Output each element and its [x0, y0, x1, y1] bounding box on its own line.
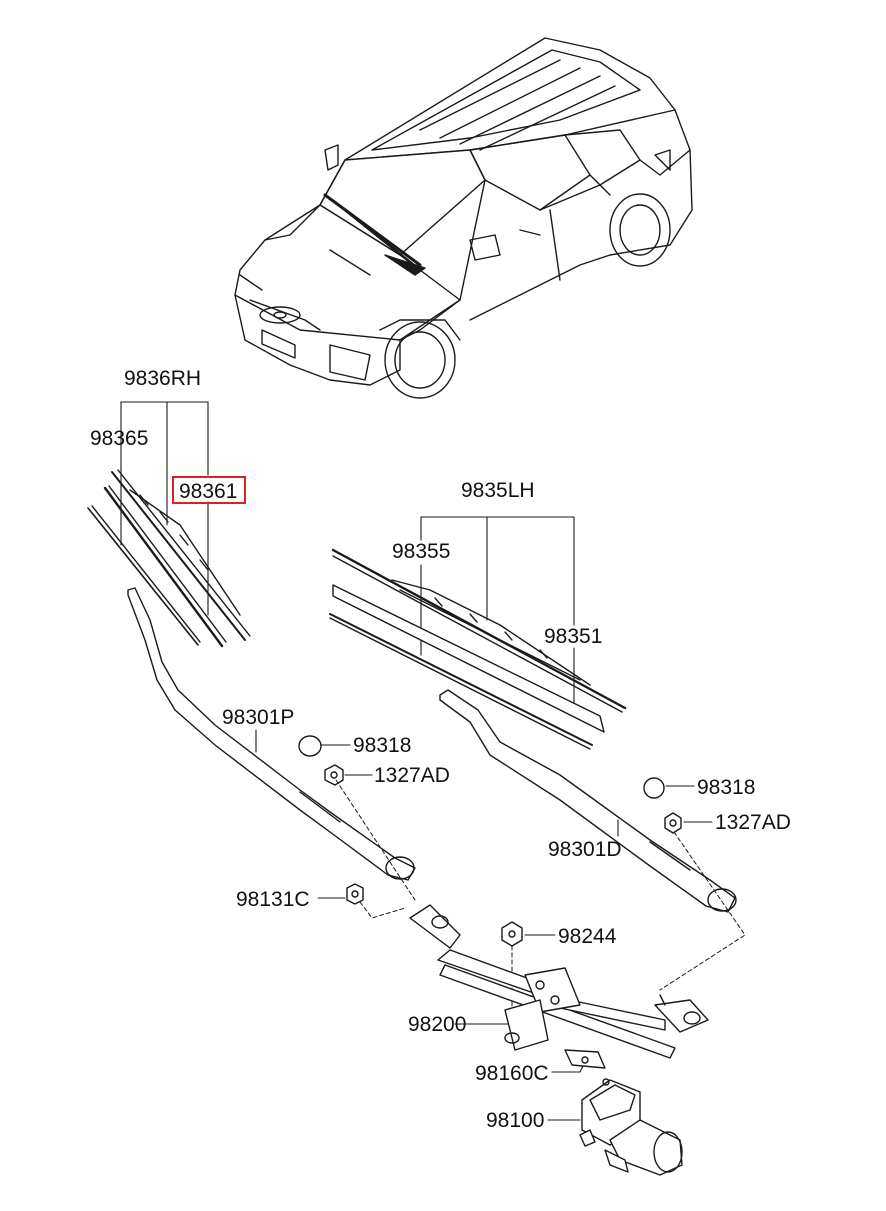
- highlight-box: [172, 476, 246, 504]
- label-nut-linkage[interactable]: 98244: [558, 925, 617, 948]
- dashed-connections: [335, 779, 746, 1031]
- lh-blade-assembly: [329, 548, 627, 750]
- label-rh-assembly[interactable]: 9836RH: [124, 367, 202, 390]
- label-linkage[interactable]: 98200: [408, 1013, 467, 1036]
- label-nut-right[interactable]: 1327AD: [374, 764, 450, 787]
- label-rh-refill[interactable]: 98365: [90, 427, 149, 450]
- lh-leader-lines: [420, 516, 575, 711]
- lh-wiper-arm: [439, 689, 737, 913]
- rh-wiper-arm: [127, 587, 416, 881]
- nut-linkage-shape: [501, 921, 523, 947]
- bolt-shape: [346, 883, 364, 905]
- label-motor[interactable]: 98100: [486, 1109, 545, 1132]
- label-bracket[interactable]: 98160C: [475, 1062, 549, 1085]
- label-rh-blade[interactable]: 98361: [179, 480, 238, 503]
- fasteners: [298, 735, 682, 947]
- wiper-motor-shape: [579, 1078, 683, 1176]
- nut-left-shape: [664, 812, 682, 834]
- label-leaders: [255, 729, 713, 1121]
- wiper-linkage: [409, 904, 709, 1059]
- label-rh-arm[interactable]: 98301P: [222, 706, 295, 729]
- cap-left-shape: [643, 777, 665, 799]
- rh-blade-assembly: [87, 469, 251, 648]
- label-lh-arm[interactable]: 98301D: [548, 838, 622, 861]
- bracket-shape: [564, 1049, 606, 1069]
- label-cap-right[interactable]: 98318: [353, 734, 412, 757]
- label-lh-refill[interactable]: 98355: [392, 540, 451, 563]
- label-lh-blade[interactable]: 98351: [544, 625, 603, 648]
- cap-right-shape: [298, 735, 322, 757]
- label-cap-left[interactable]: 98318: [697, 776, 756, 799]
- vehicle-illustration: [234, 37, 693, 399]
- label-lh-assembly[interactable]: 9835LH: [461, 479, 535, 502]
- label-bolt[interactable]: 98131C: [236, 888, 310, 911]
- label-nut-left[interactable]: 1327AD: [715, 811, 791, 834]
- nut-right-shape: [324, 764, 344, 786]
